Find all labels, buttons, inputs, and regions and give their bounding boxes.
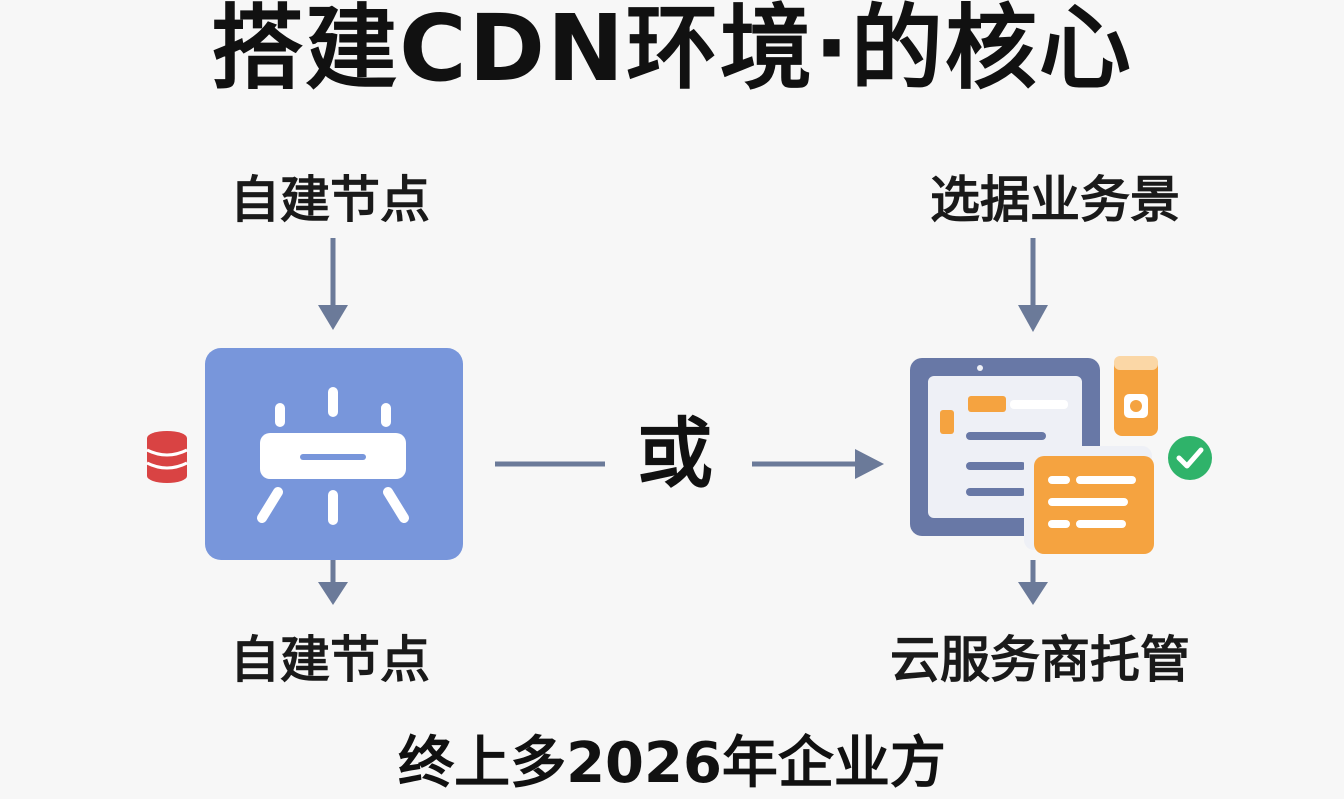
- footer-text: 终上多2026年企业方: [398, 731, 946, 796]
- arrow-left-bottom: [318, 560, 348, 605]
- arrow-right-bottom: [1018, 560, 1048, 605]
- connector-arrow-right: [752, 449, 884, 479]
- page-title: 搭建CDN环境·的核心: [211, 0, 1133, 102]
- right-top-label: 选据业务景: [930, 171, 1180, 229]
- database-icon: [146, 431, 188, 483]
- arrow-right-top: [1018, 238, 1048, 332]
- right-bottom-label: 云服务商托管: [890, 631, 1190, 689]
- or-label: 或: [637, 409, 713, 498]
- left-top-label: 自建节点: [230, 171, 430, 229]
- server-node-icon: [205, 348, 463, 560]
- cloud-dashboard-icon: [910, 356, 1158, 554]
- left-bottom-label: 自建节点: [230, 631, 430, 689]
- arrow-left-top: [318, 238, 348, 330]
- diagram-graphics: [146, 238, 1212, 605]
- check-circle-icon: [1168, 436, 1212, 480]
